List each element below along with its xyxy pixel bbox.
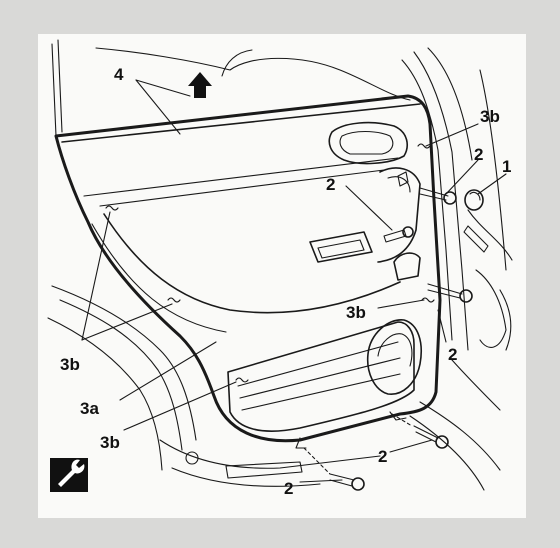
callout-2-armrest: 2 — [326, 175, 335, 194]
callout-3b-bottom-left: 3b — [100, 433, 120, 452]
car-body-outline — [47, 39, 513, 491]
screws — [303, 171, 484, 491]
screw-armrest — [383, 226, 414, 243]
callout-3b-left: 3b — [60, 355, 80, 374]
callout-3b-top-right: 3b — [480, 107, 500, 126]
callout-2-bottom-right: 2 — [378, 447, 387, 466]
wrench-icon — [50, 458, 88, 492]
screw-bottom — [303, 447, 365, 491]
screw-bottom-right — [391, 413, 449, 449]
screw-upper-right — [419, 187, 457, 205]
callout-4: 4 — [114, 65, 124, 84]
callout-2-upper-right: 2 — [474, 145, 483, 164]
callout-3b-middle-right: 3b — [346, 303, 366, 322]
callout-3a: 3a — [80, 399, 99, 418]
up-arrow-icon — [188, 72, 212, 98]
callout-2-bottom: 2 — [284, 479, 293, 498]
leader-lines — [81, 79, 507, 483]
callout-1: 1 — [502, 157, 511, 176]
screw-cover-cap — [464, 189, 484, 211]
screw-mid-right — [427, 283, 473, 303]
door-trim-panel — [54, 94, 442, 449]
callout-2-mid-right: 2 — [448, 345, 457, 364]
